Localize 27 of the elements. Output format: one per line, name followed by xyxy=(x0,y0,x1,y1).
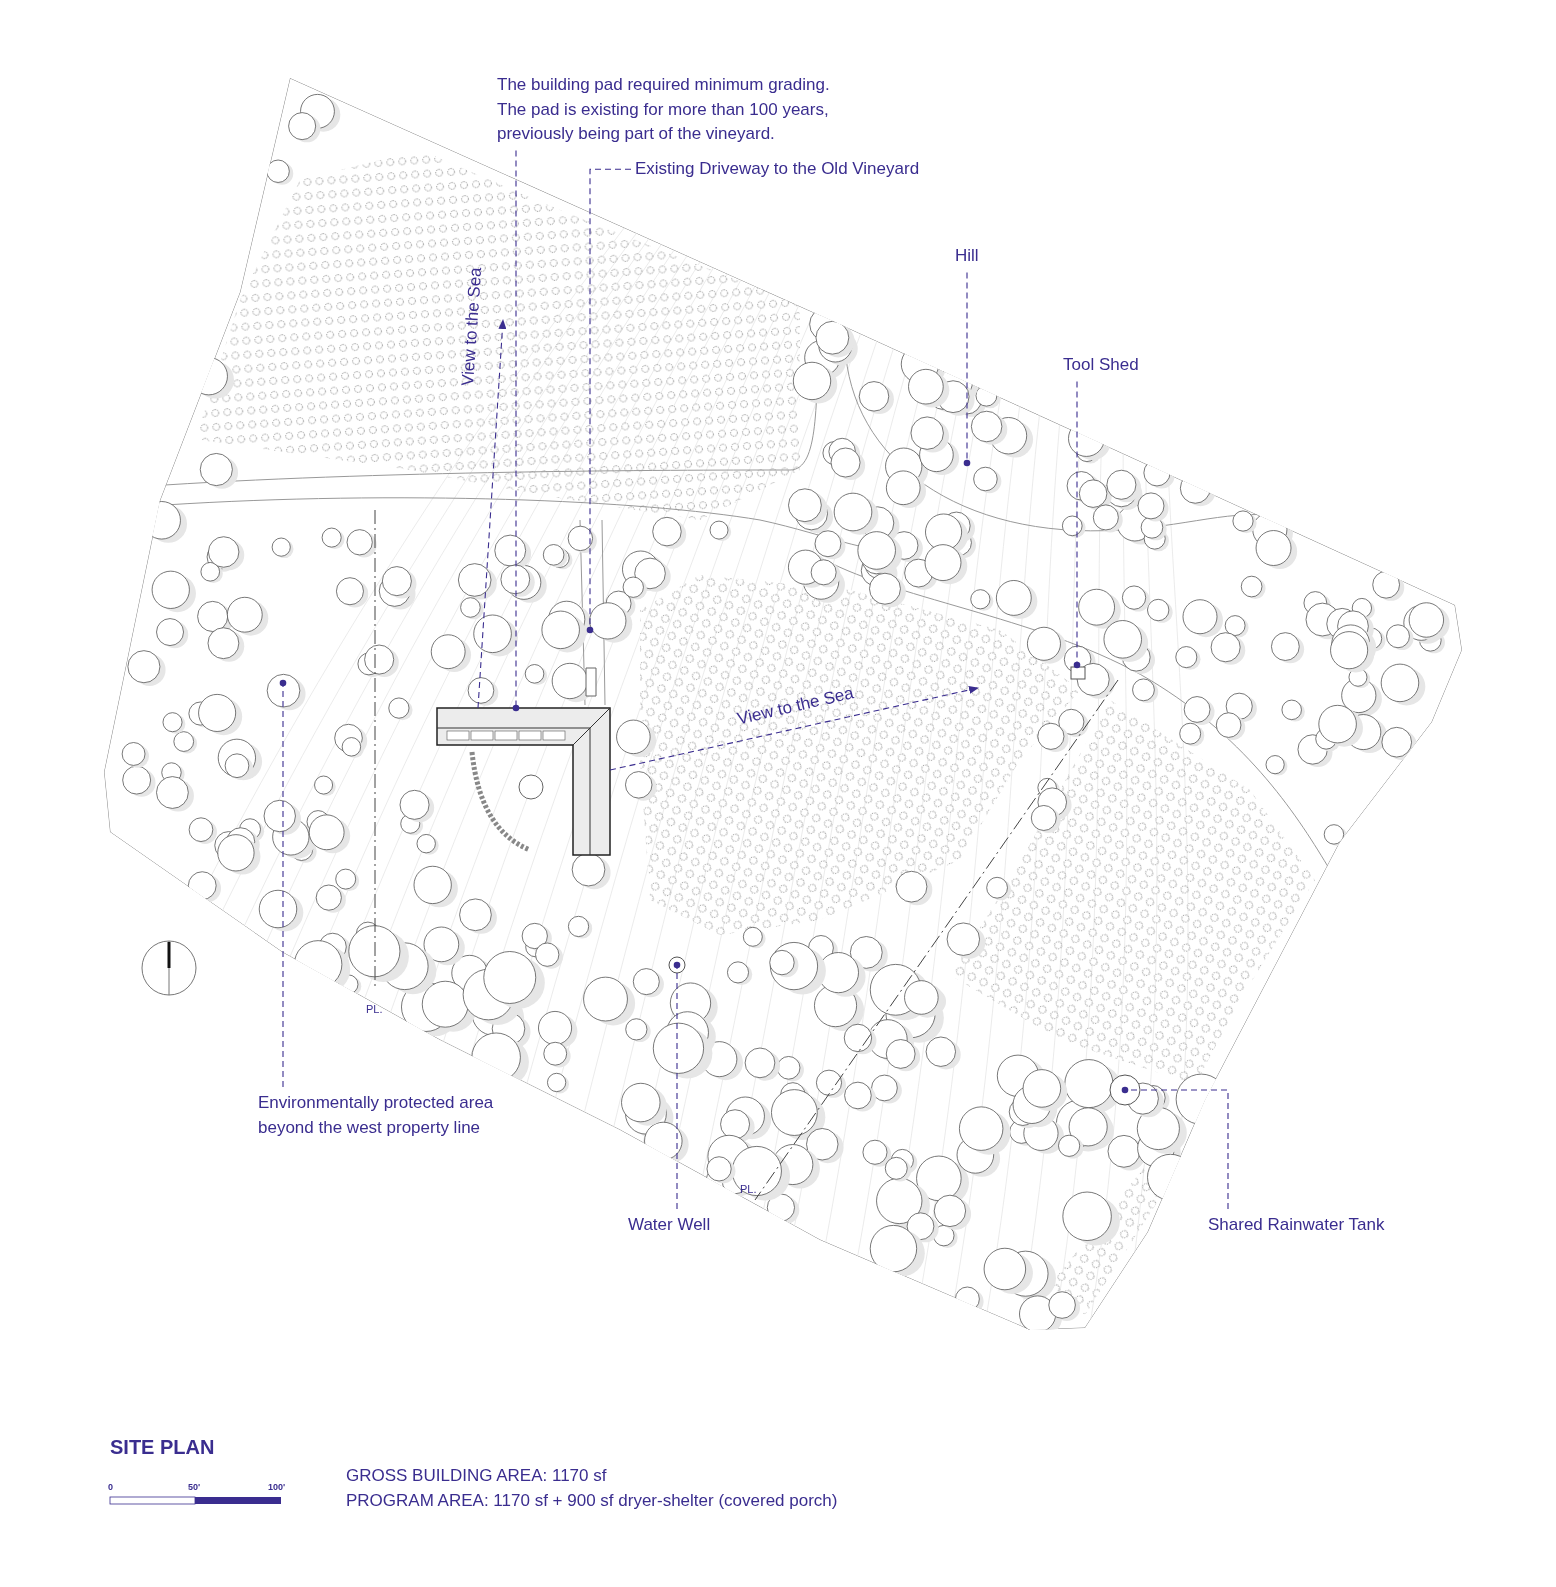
view-arrow xyxy=(609,686,979,771)
scale-label: 0 xyxy=(108,1482,113,1493)
callout-text: The building pad required minimum grading. The pad is existing for more than 100 years, previously being part of the vineyard. xyxy=(497,73,837,147)
callout-text: Existing Driveway to the Old Vineyard xyxy=(635,157,920,182)
edge-label: View to the Sea xyxy=(457,266,487,387)
leader-line xyxy=(586,168,632,634)
leader-line xyxy=(1073,380,1081,669)
scale-label: 100' xyxy=(268,1482,286,1493)
leader-line xyxy=(1121,1086,1229,1210)
leader-line xyxy=(673,961,681,1210)
edge-label: View to the Sea xyxy=(735,682,857,731)
note: GROSS BUILDING AREA: 1170 sf xyxy=(346,1465,607,1487)
leader-line xyxy=(279,679,287,1088)
callout-text: Shared Rainwater Tank xyxy=(1208,1213,1385,1238)
note: PROGRAM AREA: 1170 sf + 900 sf dryer-shelter (covered porch) xyxy=(346,1490,838,1512)
scale-label: 50' xyxy=(188,1482,201,1493)
leader-line xyxy=(512,149,520,712)
title: SITE PLAN xyxy=(110,1435,215,1460)
leader-line xyxy=(963,271,971,467)
callout-text: Environmentally protected area beyond the west property line xyxy=(258,1091,498,1140)
view-arrow xyxy=(477,319,507,709)
property-line-label: PL. xyxy=(366,1002,383,1017)
property-line-label: PL. xyxy=(740,1182,757,1197)
callout-text: Tool Shed xyxy=(1063,353,1139,378)
callout-text: Hill xyxy=(955,244,979,269)
building-plan xyxy=(436,707,611,856)
callout-text: Water Well xyxy=(628,1213,711,1238)
